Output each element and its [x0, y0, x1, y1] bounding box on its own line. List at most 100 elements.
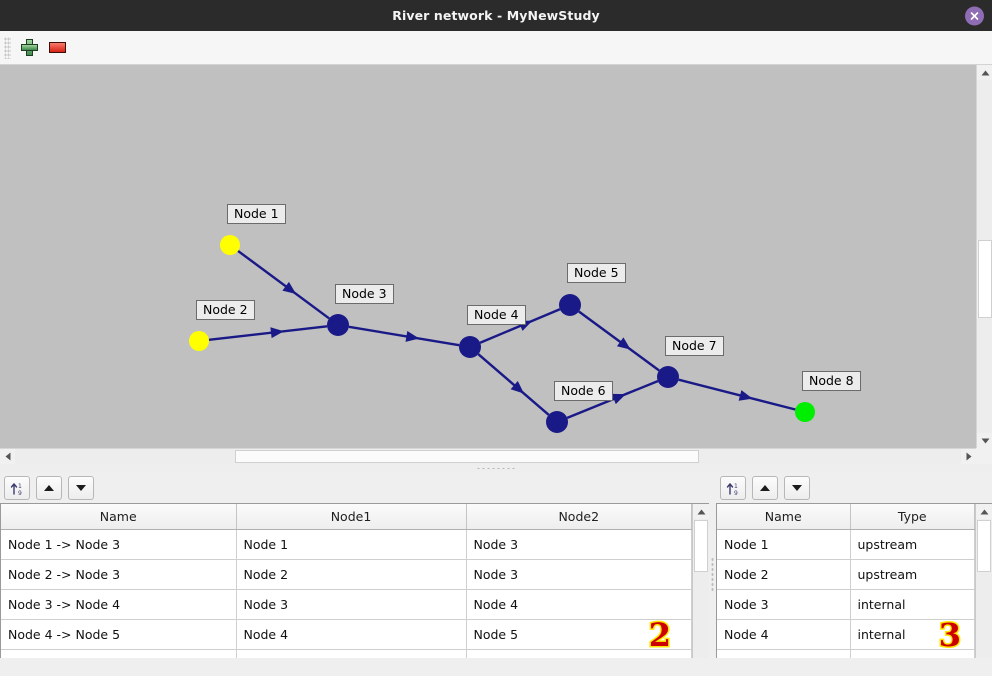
diagram-area: Node 1 Node 2 Node 3 Node 4 Node 5 Node 6 Node…: [0, 65, 992, 464]
scroll-up-icon[interactable]: [693, 504, 709, 519]
vscroll-track-lower[interactable]: [977, 318, 992, 433]
reaches-sort-button[interactable]: 1 9: [4, 476, 30, 500]
reaches-column-header-0[interactable]: Name: [1, 504, 237, 530]
reaches-cell-1-0[interactable]: Node 2 -> Node 3: [1, 559, 237, 590]
reaches-cell-2-2[interactable]: Node 4: [466, 589, 692, 620]
node-label-node7[interactable]: Node 7: [665, 336, 724, 356]
nodes-cell-0-1[interactable]: upstream: [850, 529, 975, 560]
node-label-node1[interactable]: Node 1: [227, 204, 286, 224]
reaches-cell-1-1[interactable]: Node 2: [236, 559, 467, 590]
arrowhead-node7-node8: [738, 390, 753, 401]
add-element-button[interactable]: [15, 34, 43, 62]
arrowhead-node5-node7: [616, 337, 631, 350]
scroll-left-icon[interactable]: [0, 449, 15, 464]
nodes-cell-1-0[interactable]: Node 2: [717, 559, 851, 590]
hscroll-thumb[interactable]: [235, 450, 699, 463]
reaches-cell-3-0[interactable]: Node 4 -> Node 5: [1, 619, 237, 650]
scroll-right-icon[interactable]: [961, 449, 976, 464]
diagram-canvas[interactable]: Node 1 Node 2 Node 3 Node 4 Node 5 Node 6 Node…: [0, 65, 976, 448]
reaches-cell-2-0[interactable]: Node 3 -> Node 4: [1, 589, 237, 620]
edge-node2-node3[interactable]: [208, 325, 328, 342]
reaches-column-header-1[interactable]: Node1: [236, 504, 467, 530]
toolbar-grip[interactable]: [4, 36, 11, 59]
nodes-vertical-scrollbar[interactable]: [975, 504, 992, 675]
vscroll-thumb[interactable]: [977, 520, 991, 572]
nodes-move-down-button[interactable]: [784, 476, 810, 500]
arrow-down-icon: [792, 485, 802, 491]
close-icon[interactable]: [965, 6, 984, 25]
vertical-splitter[interactable]: [709, 473, 716, 676]
reaches-cell-2-1[interactable]: Node 3: [236, 589, 467, 620]
arrow-up-icon: [44, 485, 54, 491]
nodes-column-header-1[interactable]: Type: [850, 504, 975, 530]
scroll-down-icon[interactable]: [977, 433, 992, 448]
vscroll-thumb[interactable]: [694, 520, 708, 572]
diagram-vertical-scrollbar[interactable]: [976, 65, 992, 448]
graph-node-node3[interactable]: [327, 314, 349, 336]
node-label-node2[interactable]: Node 2: [196, 300, 255, 320]
edge-node1-node3[interactable]: [237, 249, 330, 320]
node-label-node6[interactable]: Node 6: [554, 381, 613, 401]
graph-node-node2[interactable]: [189, 331, 209, 351]
graph-node-node7[interactable]: [657, 366, 679, 388]
node-label-node5[interactable]: Node 5: [567, 263, 626, 283]
reaches-move-up-button[interactable]: [36, 476, 62, 500]
reaches-vertical-scrollbar[interactable]: [692, 504, 709, 675]
reaches-cell-0-1[interactable]: Node 1: [236, 529, 467, 560]
nodes-cell-3-0[interactable]: Node 4: [717, 619, 851, 650]
vscroll-track-upper[interactable]: [977, 80, 992, 240]
graph-node-node8[interactable]: [795, 402, 815, 422]
reaches-cell-3-1[interactable]: Node 4: [236, 619, 467, 650]
remove-element-button[interactable]: [43, 34, 71, 62]
graph-node-node1[interactable]: [220, 235, 240, 255]
nodes-cell-2-0[interactable]: Node 3: [717, 589, 851, 620]
river-network-graph: [189, 235, 815, 433]
reaches-cell-1-2[interactable]: Node 3: [466, 559, 692, 590]
node-label-node8[interactable]: Node 8: [802, 371, 861, 391]
edge-node3-node4[interactable]: [348, 325, 460, 347]
status-bar: [0, 658, 992, 676]
svg-text:1: 1: [18, 483, 22, 490]
scrollbar-corner: [976, 448, 992, 464]
node-label-node3[interactable]: Node 3: [335, 284, 394, 304]
nodes-column-header-0[interactable]: Name: [717, 504, 851, 530]
nodes-cell-3-1[interactable]: internal: [850, 619, 975, 650]
nodes-cell-2-1[interactable]: internal: [850, 589, 975, 620]
horizontal-splitter[interactable]: [0, 463, 992, 473]
reaches-cell-0-2[interactable]: Node 3: [466, 529, 692, 560]
edge-node4-node5[interactable]: [479, 308, 561, 344]
reaches-move-down-button[interactable]: [68, 476, 94, 500]
reaches-cell-0-0[interactable]: Node 1 -> Node 3: [1, 529, 237, 560]
node-label-node4[interactable]: Node 4: [467, 305, 526, 325]
edge-node7-node8[interactable]: [678, 378, 796, 411]
nodes-cell-1-1[interactable]: upstream: [850, 559, 975, 590]
scroll-up-icon[interactable]: [977, 65, 992, 80]
reaches-cell-3-2[interactable]: Node 5: [466, 619, 692, 650]
reaches-column-header-2[interactable]: Node2: [466, 504, 692, 530]
graph-node-node4[interactable]: [459, 336, 481, 358]
graph-node-node6[interactable]: [546, 411, 568, 433]
nodes-sort-button[interactable]: 1 9: [720, 476, 746, 500]
graph-node-node5[interactable]: [559, 294, 581, 316]
edge-node4-node6[interactable]: [477, 353, 550, 416]
diagram-horizontal-scrollbar[interactable]: [0, 448, 976, 464]
scroll-up-icon[interactable]: [976, 504, 992, 519]
edge-node5-node7[interactable]: [578, 310, 660, 372]
nodes-move-up-button[interactable]: [752, 476, 778, 500]
nodes-cell-0-0[interactable]: Node 1: [717, 529, 851, 560]
vscroll-thumb[interactable]: [978, 240, 992, 318]
title-bar: River network - MyNewStudy: [0, 0, 992, 31]
